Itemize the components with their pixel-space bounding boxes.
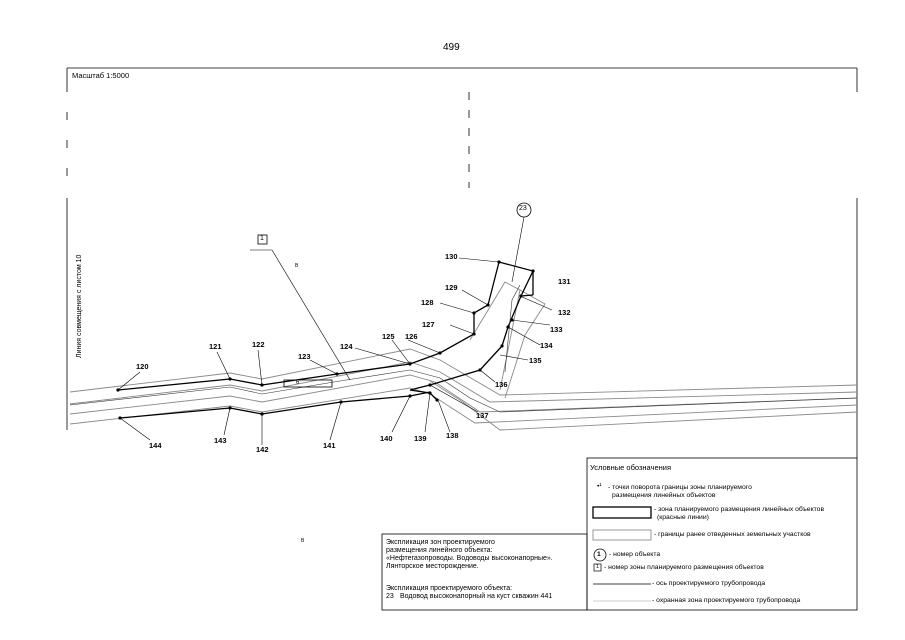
explication-object-title: Экспликация проектируемого объекта: (386, 585, 513, 592)
turning-points (116, 260, 535, 420)
point-label: 121 (209, 342, 222, 351)
point-label: 141 (323, 441, 336, 450)
point-label: 144 (149, 441, 162, 450)
legend-symbol-zone (592, 506, 652, 519)
legend-item-text: - зона планируемого размещения линейных … (654, 506, 825, 513)
explication-zone-text: Лянторское месторождение. (386, 563, 479, 570)
explication-zone-title: Экспликация зон проектируемого (386, 539, 495, 546)
small-mark: B (301, 538, 305, 544)
legend-symbol-zone-number-text: 1 (596, 564, 600, 570)
legend-item-text: размещения линейных объектов (612, 492, 716, 499)
explication-zone-title: размещения линейного объекта: (386, 547, 493, 554)
point-label: 135 (529, 356, 542, 365)
point-label: 125 (382, 332, 395, 341)
point-label: 134 (540, 341, 553, 350)
point-label: 132 (558, 308, 571, 317)
leader-lines (117, 216, 553, 445)
legend-title: Условные обозначения (590, 463, 672, 472)
match-line-label: Линия совмещения с листом 10 (76, 254, 83, 358)
point-label: 120 (136, 362, 149, 371)
point-label: 143 (214, 436, 227, 445)
object-number: 23 (519, 205, 527, 212)
explication-zone-text: «Нефтегазопроводы. Водоводы высоконапорн… (386, 555, 553, 562)
point-label: 123 (298, 352, 311, 361)
point-label: 142 (256, 445, 269, 454)
point-label: 129 (445, 283, 458, 292)
page-number: 499 (443, 42, 460, 53)
plot-rectangle (283, 379, 333, 388)
point-label: 130 (445, 252, 458, 261)
legend-item-text: - границы ранее отведенных земельных уча… (654, 531, 811, 538)
map-frame (66, 67, 858, 458)
legend-item-text: - ось проектируемого трубопровода (652, 580, 766, 587)
point-label: 127 (422, 320, 435, 329)
zone-number-box (257, 234, 268, 245)
legend-item-text: - точки поворота границы зоны планируемо… (608, 484, 752, 491)
point-label: 122 (252, 340, 265, 349)
legend-symbol-point: •¹ (597, 483, 602, 490)
point-label: 131 (558, 277, 571, 286)
point-label: 133 (550, 325, 563, 334)
planned-zone-boundary (117, 261, 534, 419)
explication-object-number: 23 (386, 593, 394, 600)
allotted-plot-lines (69, 281, 858, 431)
explication-object-text: Водовод высоконапорный на куст скважин 4… (400, 593, 553, 600)
point-label: 136 (495, 380, 508, 389)
pipeline-branch (504, 284, 521, 373)
legend-symbol-object (593, 548, 607, 562)
legend-symbol-zone-number (593, 563, 602, 572)
point-label: 137 (476, 411, 489, 420)
point-label: 140 (380, 434, 393, 443)
legend-symbol-plots (592, 529, 652, 541)
small-mark: B (295, 263, 299, 269)
map-scale: Масштаб 1:5000 (72, 71, 130, 80)
legend-item-text: (красные линии) (657, 514, 709, 521)
pipeline-axis (69, 369, 858, 413)
plot-label: 6 (296, 380, 300, 386)
point-label: 124 (340, 342, 353, 351)
legend-item-text: - номер зоны планируемого размещения объ… (604, 564, 764, 571)
object-number-circle (516, 202, 532, 218)
point-label: 126 (405, 332, 418, 341)
explication-box (381, 533, 588, 611)
legend-item-text: - охранная зона проектируемого трубопров… (652, 597, 801, 604)
point-label: 138 (446, 431, 459, 440)
point-label: 139 (414, 434, 427, 443)
legend-item-text: - номер объекта (609, 551, 661, 558)
legend-symbol-object-number: 1 (597, 551, 601, 558)
zone-number: 1 (260, 235, 264, 242)
point-label: 128 (421, 298, 434, 307)
cut-marks (66, 92, 470, 188)
